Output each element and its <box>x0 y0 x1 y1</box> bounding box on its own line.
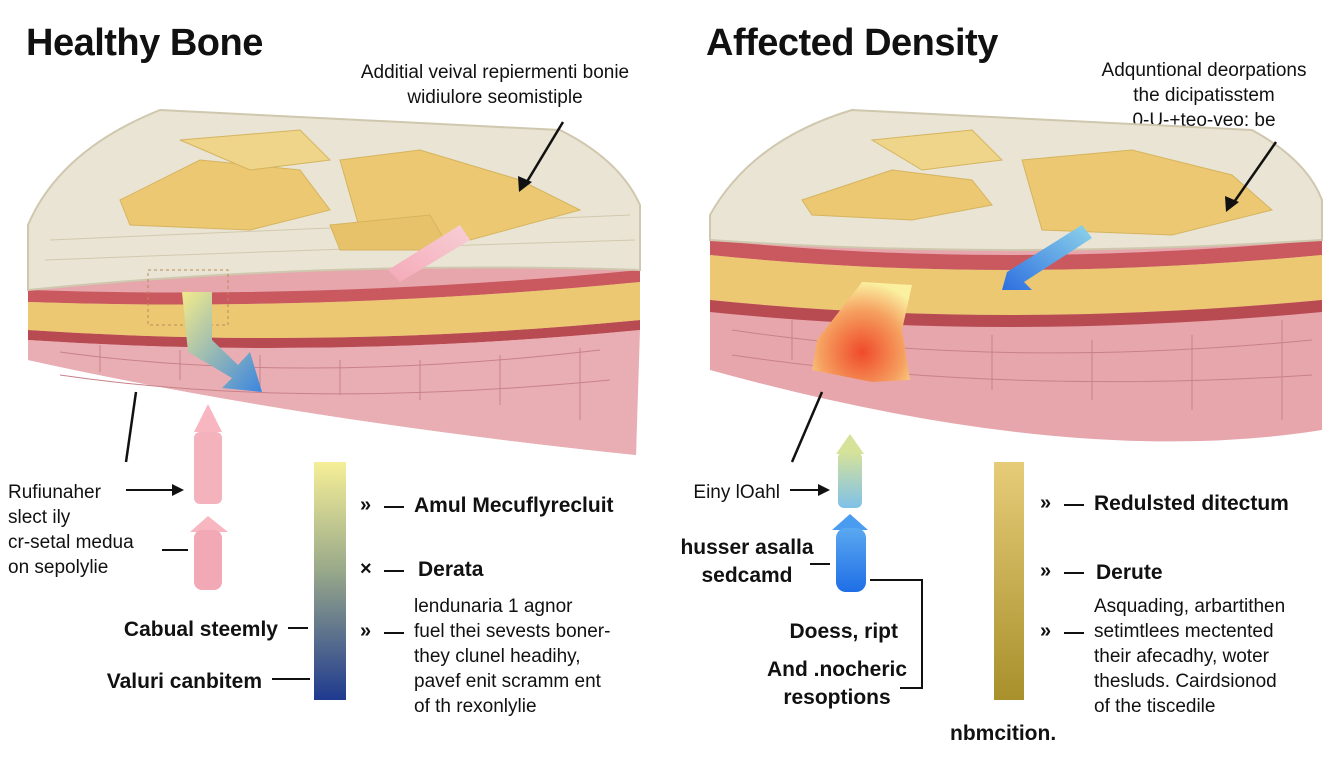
marrow-layer <box>28 282 640 338</box>
affected-side-label-1: Einy lOahl <box>693 482 780 503</box>
healthy-bottom-label-1: Cabual steemly <box>123 618 278 641</box>
legend-marker-3: » <box>360 620 372 642</box>
affected-density-title: Affected Density <box>706 22 998 64</box>
density-gradient-bar <box>314 462 346 700</box>
affected-legend-marker-1: » <box>1040 492 1052 514</box>
affected-side-label-2: husser asalla sedcamd <box>680 536 814 587</box>
legend-label-2: Derata <box>418 558 484 581</box>
affected-legend-label-2: Derute <box>1096 561 1163 584</box>
healthy-top-annotation: Additial veival repiermenti bonie widiul… <box>360 62 630 109</box>
healthy-bone-title: Healthy Bone <box>26 22 263 64</box>
affected-density-panel: Affected Density Adquntional deorpations… <box>672 0 1344 768</box>
affected-legend-marker-3: » <box>1040 620 1052 642</box>
legend-marker-1: » <box>360 494 372 516</box>
affected-legend-marker-2: » <box>1040 560 1052 582</box>
affected-bone-illustration <box>709 108 1323 700</box>
affected-legend-description: Asquading, arbartithen setimtlees mecten… <box>1094 596 1286 718</box>
legend-description-left: lendunaria 1 agnor fuel thei sevests bon… <box>414 596 611 718</box>
healthy-bone-illustration <box>27 108 641 700</box>
legend-label-1: Amul Mecuflyrecluit <box>414 494 614 517</box>
affected-legend-label-1: Redulsted ditectum <box>1094 492 1289 515</box>
healthy-bottom-label-2: Valuri canbitem <box>106 670 262 693</box>
affected-footer-label: nbmcition. <box>950 722 1057 745</box>
healthy-bone-panel: Healthy Bone Additial veival repiermenti… <box>8 22 641 718</box>
affected-bottom-label-1: Doess, ript <box>789 620 898 643</box>
healthy-side-label: Rufiunaher slect ily cr-setal medua on s… <box>8 482 134 579</box>
affected-bottom-label-2: And .nocheric resoptions <box>766 658 908 709</box>
legend-marker-2: × <box>360 558 372 580</box>
affected-density-bar <box>994 462 1024 700</box>
